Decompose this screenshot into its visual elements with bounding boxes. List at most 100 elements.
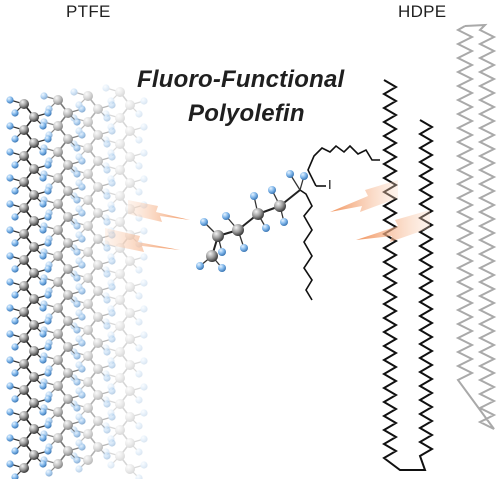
fluorine-atom: [78, 417, 86, 425]
carbon-atom: [53, 225, 63, 235]
carbon-atom: [83, 247, 93, 257]
fluorine-atom: [140, 253, 148, 261]
ptfe-label: PTFE: [66, 2, 111, 21]
carbon-atom: [19, 359, 29, 369]
fluorine-atom: [108, 101, 116, 109]
fluorine-atom: [39, 434, 47, 442]
fluorine-atom: [6, 330, 14, 338]
fluorine-atom: [11, 213, 19, 221]
carbon-atom: [115, 295, 125, 305]
fluorine-atom: [78, 313, 86, 321]
fluorine-atom: [135, 344, 143, 352]
carbon-atom: [19, 255, 29, 265]
fluorine-atom: [135, 136, 143, 144]
carbon-atom: [83, 351, 93, 361]
fluorine-atom: [6, 200, 14, 208]
carbon-atom: [125, 100, 135, 110]
title-line-1: Fluoro-Functional: [137, 66, 345, 93]
fluorine-atom: [103, 400, 111, 408]
carbon-atom: [125, 256, 135, 266]
fluorine-atom: [6, 122, 14, 130]
fluorine-atom: [103, 426, 111, 434]
fluorine-atom: [11, 447, 19, 455]
carbon-atom: [83, 299, 93, 309]
carbon-atom: [19, 463, 29, 473]
fluorine-atom: [11, 109, 19, 117]
fluorine-atom: [6, 382, 14, 390]
ptfe-chain-3: [40, 92, 86, 477]
fluorine-atom: [73, 274, 81, 282]
fluorine-atom: [11, 161, 19, 169]
fluorine-atom: [200, 218, 208, 226]
fluorine-atom: [135, 474, 143, 479]
fluorine-atom: [73, 404, 81, 412]
fluorine-atom: [135, 396, 143, 404]
fluorine-atom: [103, 322, 111, 330]
carbon-atom: [206, 250, 218, 262]
fluorine-atom: [140, 331, 148, 339]
fluorine-atom: [73, 196, 81, 204]
carbon-atom: [53, 199, 63, 209]
fluorine-atom: [44, 291, 52, 299]
carbon-atom: [53, 407, 63, 417]
carbon-atom: [115, 191, 125, 201]
fluorine-atom: [39, 122, 47, 130]
carbon-atom: [115, 217, 125, 227]
carbon-atom: [29, 424, 39, 434]
fluorine-atom: [140, 123, 148, 131]
carbon-atom: [63, 160, 73, 170]
carbon-atom: [29, 164, 39, 174]
fluorine-atom: [78, 183, 86, 191]
fluorine-atom: [11, 421, 19, 429]
carbon-atom: [29, 450, 39, 460]
fluorine-atom: [140, 175, 148, 183]
carbon-atom: [29, 294, 39, 304]
carbon-atom: [19, 385, 29, 395]
carbon-atom: [83, 377, 93, 387]
carbon-atom: [63, 238, 73, 248]
fluorine-atom: [300, 172, 308, 180]
fluorine-atom: [39, 304, 47, 312]
fluorine-atom: [78, 339, 86, 347]
arrow-hdpe-upper: [330, 180, 398, 212]
ptfe-chain-4: [6, 96, 52, 479]
fluorine-atom: [135, 162, 143, 170]
fluorine-atom: [73, 352, 81, 360]
fluorine-atom: [11, 317, 19, 325]
carbon-atom: [125, 464, 135, 474]
carbon-atom: [83, 403, 93, 413]
fluorine-atom: [103, 166, 111, 174]
carbon-atom: [93, 156, 103, 166]
fluorine-atom: [39, 460, 47, 468]
carbon-atom: [63, 290, 73, 300]
fluorine-atom: [107, 461, 115, 469]
carbon-atom: [125, 360, 135, 370]
fluorine-atom: [40, 92, 48, 100]
fluorine-atom: [103, 140, 111, 148]
carbon-atom: [274, 200, 286, 212]
carbon-atom: [125, 308, 135, 318]
fluorine-atom: [78, 131, 86, 139]
carbon-atom: [93, 182, 103, 192]
carbon-atom: [63, 212, 73, 222]
fluoro-functional-polyolefin: [196, 144, 380, 301]
fluorine-atom: [78, 365, 86, 373]
arrow-ptfe-upper: [128, 200, 190, 222]
carbon-atom: [93, 364, 103, 374]
fluorine-atom: [44, 239, 52, 247]
fluorine-atom: [6, 174, 14, 182]
fluorine-atom: [44, 369, 52, 377]
carbon-atom: [125, 438, 135, 448]
fluorine-atom: [6, 252, 14, 260]
fluorine-atom: [73, 378, 81, 386]
ptfe-chains: [6, 84, 148, 479]
carbon-atom: [63, 420, 73, 430]
carbon-atom: [83, 143, 93, 153]
carbon-atom: [63, 316, 73, 326]
fluorine-atom: [108, 283, 116, 291]
fluorine-atom: [39, 408, 47, 416]
fluorine-atom: [73, 456, 81, 464]
fluorine-atom: [140, 461, 148, 469]
fluorine-atom: [140, 357, 148, 365]
carbon-atom: [83, 195, 93, 205]
